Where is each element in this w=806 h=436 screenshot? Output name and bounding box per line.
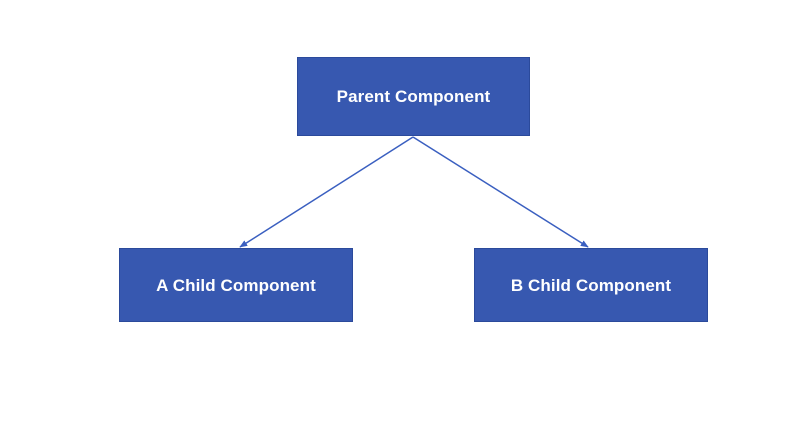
node-b-child-component-label: B Child Component bbox=[510, 275, 672, 295]
edge-parent-to-child-a bbox=[239, 136, 414, 248]
node-a-child-component[interactable]: A Child Component bbox=[119, 248, 353, 322]
node-parent-component[interactable]: Parent Component bbox=[297, 57, 530, 136]
node-b-child-component[interactable]: B Child Component bbox=[474, 248, 708, 322]
edge-parent-to-child-b bbox=[412, 136, 589, 248]
node-a-child-component-label: A Child Component bbox=[156, 275, 316, 295]
node-parent-component-label: Parent Component bbox=[336, 87, 491, 106]
